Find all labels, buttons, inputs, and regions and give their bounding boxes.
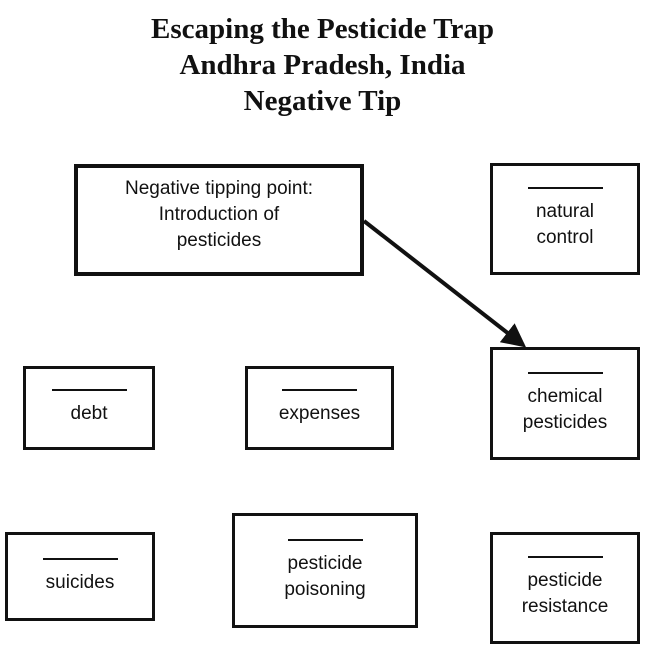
title-line-1: Escaping the Pesticide Trap — [151, 13, 494, 45]
node-label: suicides — [45, 571, 115, 593]
blank-line — [42, 557, 118, 560]
node-pesticide-resistance: pesticide resistance — [490, 532, 640, 644]
node-label: natural control — [535, 201, 595, 248]
node-natural-control: natural control — [490, 163, 640, 275]
blank-line — [527, 371, 603, 374]
node-suicides: suicides — [5, 532, 155, 621]
blank-line — [527, 187, 603, 189]
tipping-point-label: Negative tipping point: Introduction of … — [124, 178, 313, 251]
node-label: expenses — [278, 403, 361, 424]
node-label: pesticide resistance — [521, 570, 609, 617]
node-label: chemical pesticides — [522, 385, 608, 433]
node-debt: debt — [23, 366, 155, 450]
tipping-point-box: Negative tipping point: Introduction of … — [74, 164, 364, 276]
node-label: debt — [70, 403, 108, 424]
title-line-3: Negative Tip — [243, 85, 402, 117]
node-pesticide-poisoning: pesticide poisoning — [232, 513, 418, 628]
blank-line — [527, 556, 603, 558]
title-line-2: Andhra Pradesh, India — [179, 49, 466, 81]
blank-line — [287, 538, 363, 541]
node-chemical-pesticides: chemical pesticides — [490, 347, 640, 460]
blank-line — [51, 389, 127, 391]
node-expenses: expenses — [245, 366, 394, 450]
blank-line — [282, 389, 357, 391]
arrow-tipping-to-chemical-pesticides — [362, 219, 527, 348]
node-label: pesticide poisoning — [284, 552, 366, 600]
